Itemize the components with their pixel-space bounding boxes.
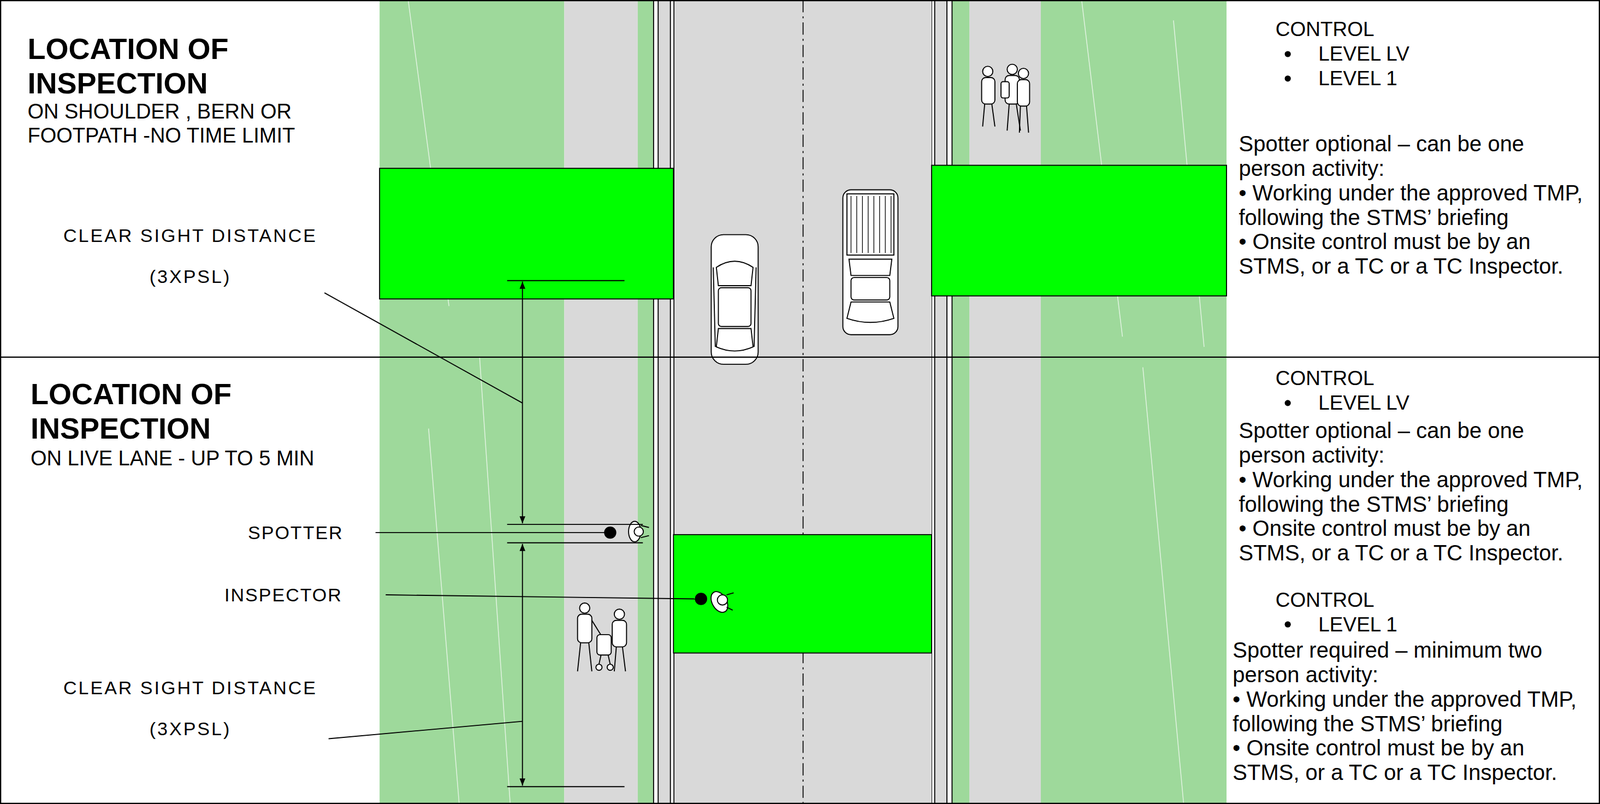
kerb	[934, 0, 947, 804]
inspector-figure	[707, 588, 734, 616]
pedestrians	[981, 64, 1030, 133]
note-text: Spotter required – minimum two person ac…	[1232, 637, 1588, 687]
control-level: LEVEL LV	[1318, 390, 1537, 416]
panel-subheading: ON LIVE LANE - UP TO 5 MIN	[30, 446, 320, 471]
grass-strip	[951, 0, 970, 804]
pickup-truck	[842, 189, 898, 335]
note-text: • Onsite control must be by an STMS, or …	[1239, 516, 1594, 566]
control-heading: CONTROL	[1275, 588, 1495, 613]
kerb	[931, 0, 952, 804]
callout-label: INSPECTOR	[224, 583, 367, 606]
rib-line	[862, 196, 863, 254]
footpath	[969, 0, 1041, 804]
work-zone	[931, 165, 1227, 296]
work-zone	[379, 168, 674, 299]
note-text: • Working under the approved TMP, follow…	[1232, 686, 1588, 737]
grass-strip	[637, 0, 654, 804]
note-text: • Onsite control must be by an STMS, or …	[1239, 229, 1594, 279]
truck-bed-ribs	[850, 196, 891, 254]
grass-verge	[1040, 0, 1227, 804]
callout-label: SPOTTER	[247, 521, 390, 544]
kerb	[658, 0, 671, 804]
control-heading: CONTROL	[1275, 17, 1495, 42]
panel-heading: LOCATION OF INSPECTION	[27, 31, 263, 101]
control-level: LEVEL 1	[1318, 66, 1537, 91]
note-text: • Onsite control must be by an STMS, or …	[1232, 735, 1588, 785]
rib-line	[856, 196, 857, 254]
rib-line	[867, 196, 869, 254]
note-text: • Working under the approved TMP, follow…	[1239, 180, 1594, 230]
note-text: • Working under the approved TMP, follow…	[1239, 467, 1594, 517]
pedestrians-with-pram	[577, 602, 627, 672]
sedan-car	[710, 234, 758, 365]
carriageway	[674, 0, 932, 804]
dimension-label: CLEAR SIGHT DISTANCE (3XPSL)	[37, 215, 343, 298]
footpath	[564, 0, 638, 804]
dimension-label: CLEAR SIGHT DISTANCE (3XPSL)	[37, 667, 343, 750]
centre-line	[802, 0, 804, 804]
kerb	[653, 0, 674, 804]
note-text: Spotter optional – can be one person act…	[1239, 418, 1594, 468]
rib-line	[850, 196, 852, 254]
panel-subheading: ON SHOULDER , BERN OR FOOTPATH -NO TIME …	[27, 99, 317, 148]
panel-heading: LOCATION OF INSPECTION	[30, 376, 266, 446]
rib-line	[890, 196, 892, 254]
note-text: Spotter optional – can be one person act…	[1239, 131, 1594, 181]
grass-verge	[379, 0, 565, 804]
kerb-lines	[653, 0, 953, 804]
control-level: LEVEL 1	[1318, 612, 1537, 637]
rib-line	[885, 196, 886, 254]
verge-texture	[407, 0, 1205, 804]
rib-line	[873, 196, 875, 254]
control-heading: CONTROL	[1275, 366, 1495, 391]
leader-lines	[324, 292, 697, 739]
control-level: LEVEL LV	[1318, 42, 1537, 67]
work-zone	[673, 534, 932, 654]
rib-line	[879, 196, 880, 254]
